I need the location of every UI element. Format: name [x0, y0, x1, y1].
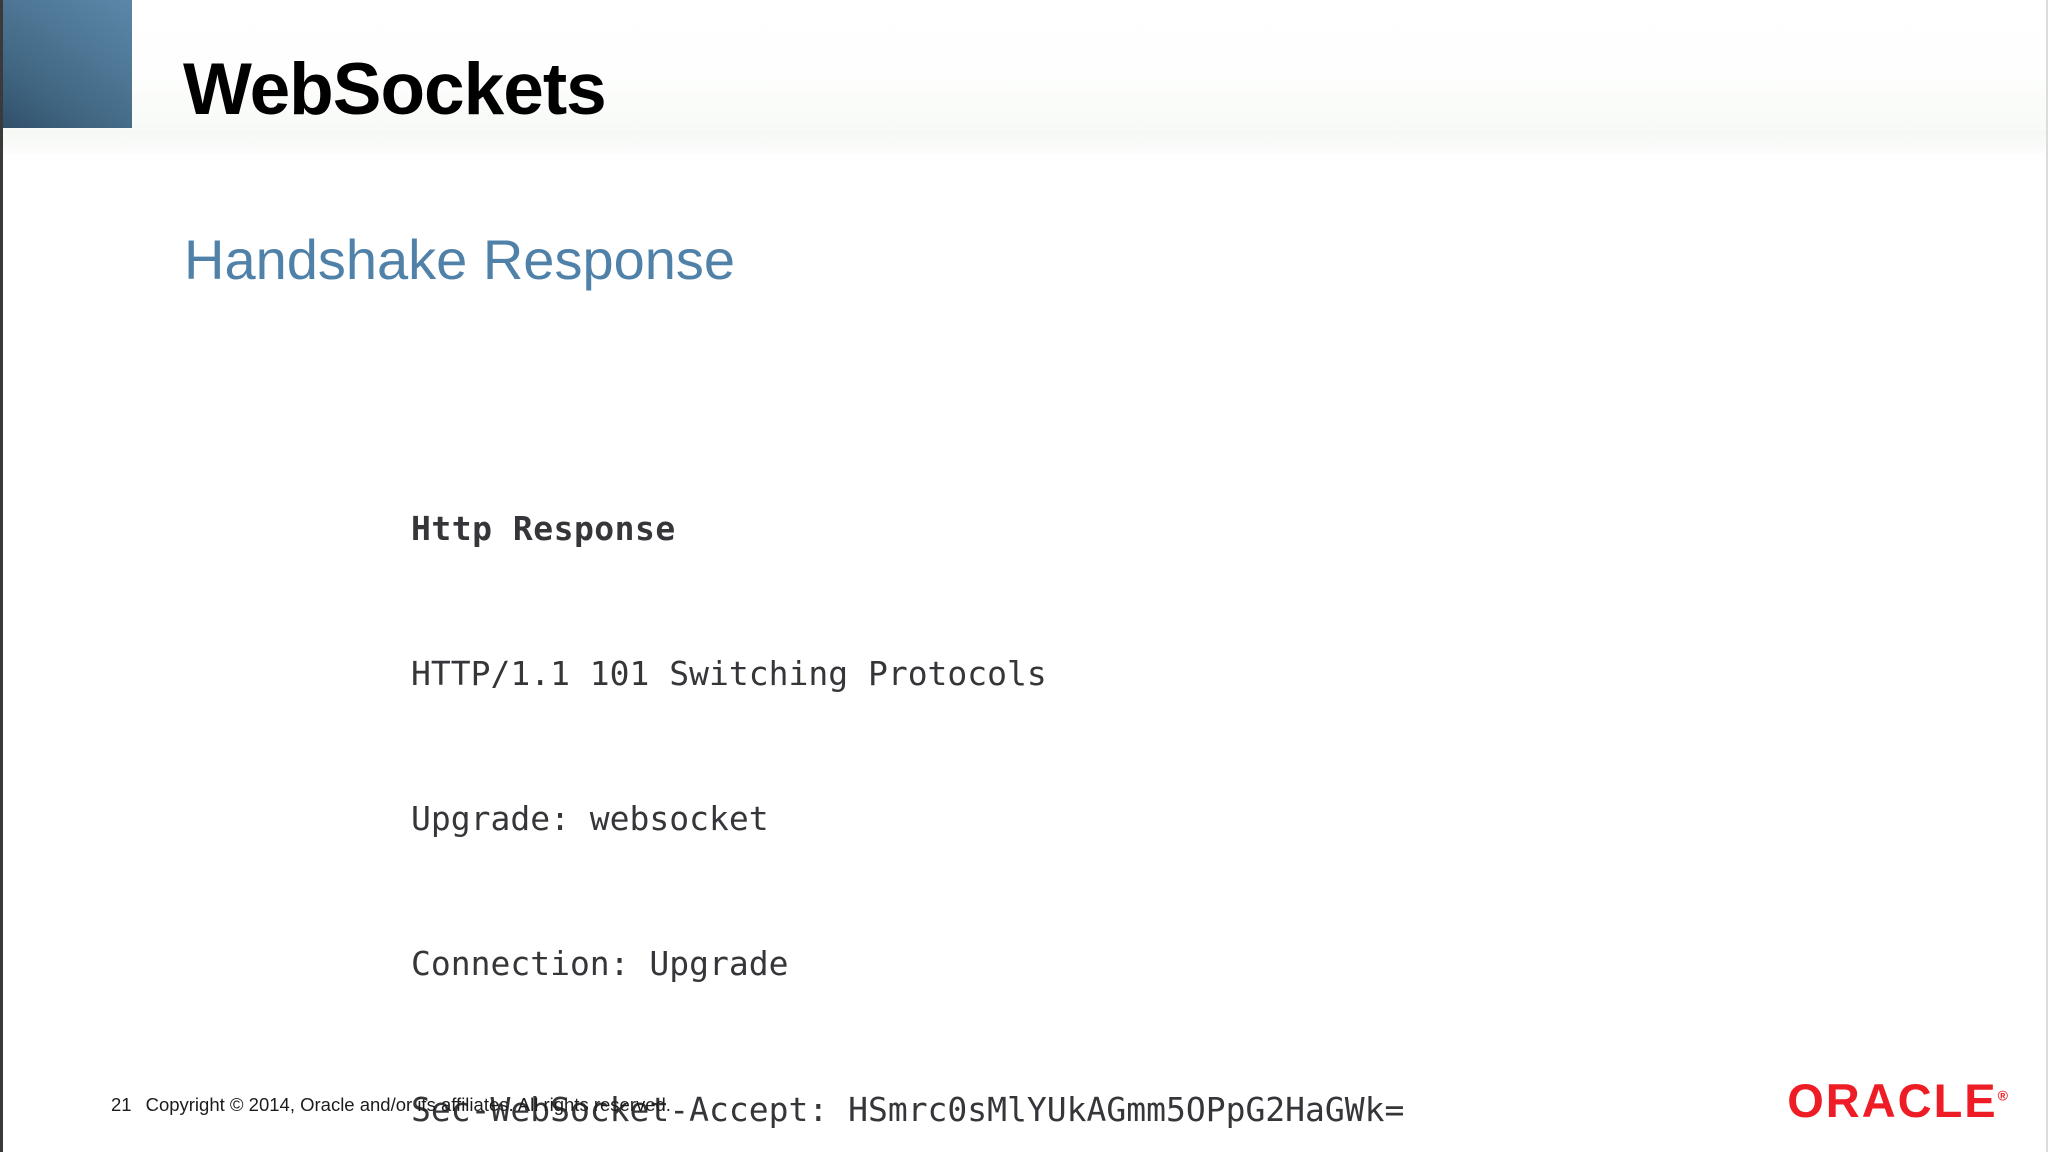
header-divider [3, 131, 2046, 155]
code-heading: Http Response [411, 508, 676, 548]
code-line: HTTP/1.1 101 Switching Protocols [411, 654, 1047, 694]
code-block: Http Response HTTP/1.1 101 Switching Pro… [411, 408, 1404, 1152]
code-line: Connection: Upgrade [411, 944, 789, 984]
header-band [3, 0, 2046, 131]
slide-subtitle: Handshake Response [184, 228, 736, 291]
slide-footer: 21 Copyright © 2014, Oracle and/or its a… [111, 1094, 671, 1116]
slide-number: 21 [111, 1094, 132, 1115]
oracle-logo-text: ORACLE [1787, 1074, 1998, 1127]
oracle-logo: ORACLE® [1787, 1077, 2008, 1124]
corner-accent-square [3, 0, 132, 128]
code-line: Upgrade: websocket [411, 799, 769, 839]
page-title: WebSockets [183, 49, 607, 130]
registered-trademark-icon: ® [1997, 1087, 2008, 1104]
code-line: Sec-WebSocket-Accept: HSmrc0sMlYUkAGmm5O… [411, 1089, 1405, 1129]
copyright-notice: Copyright © 2014, Oracle and/or its affi… [145, 1094, 671, 1115]
